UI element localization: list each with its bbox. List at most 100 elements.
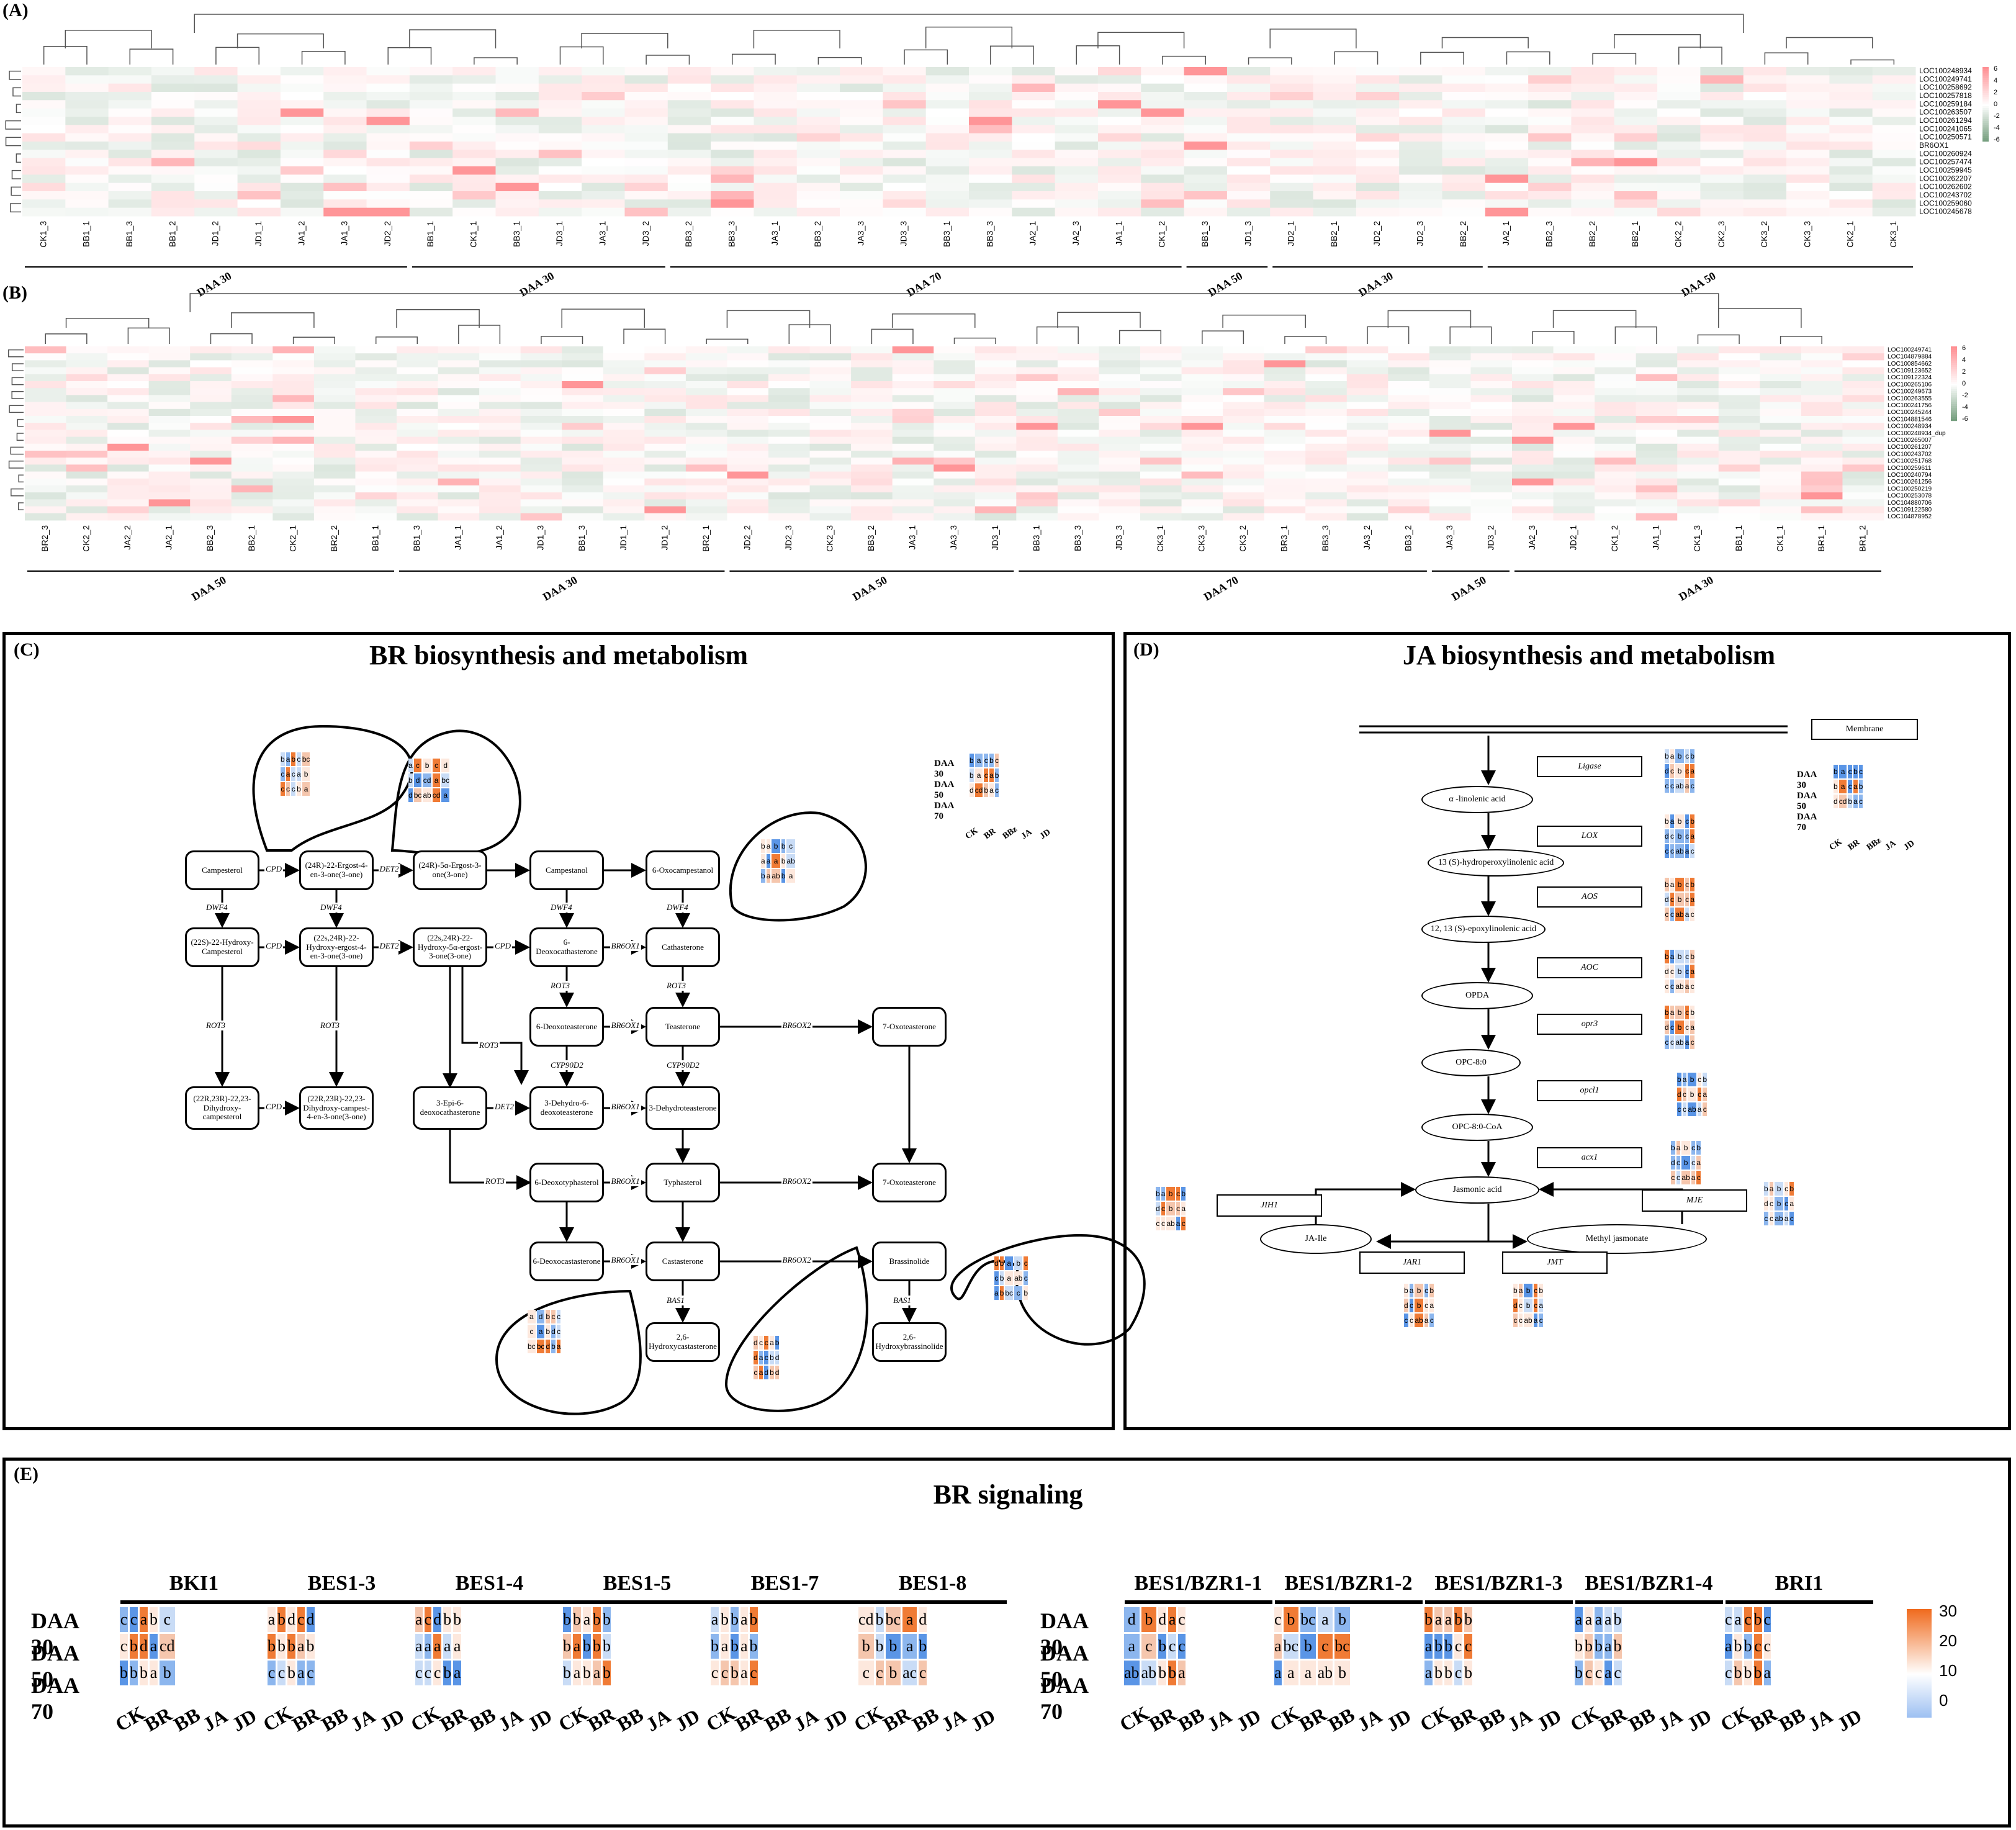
matrix-cell: a bbox=[1690, 893, 1695, 906]
heatmap-cell bbox=[355, 430, 397, 438]
legend-step bbox=[1951, 382, 1957, 384]
heatmap-cell bbox=[1099, 458, 1141, 465]
heatmap-cell bbox=[237, 117, 281, 125]
matrix-cell: b bbox=[1696, 1141, 1701, 1155]
heatmap-cell bbox=[1872, 125, 1916, 134]
heatmap-cell bbox=[1743, 108, 1787, 117]
matrix-cell: b bbox=[277, 1634, 286, 1659]
heatmap-cell bbox=[409, 100, 453, 109]
legend-step bbox=[1951, 354, 1957, 356]
matrix-cell: c bbox=[1685, 878, 1690, 891]
matrix-cell: b bbox=[302, 767, 310, 781]
sample-label: CK1_1 bbox=[469, 221, 479, 248]
heatmap-cell bbox=[397, 506, 439, 514]
heatmap-cell bbox=[1718, 513, 1760, 521]
heatmap-cell bbox=[1571, 117, 1615, 125]
heatmap-cell bbox=[1614, 142, 1658, 150]
heatmap-cell bbox=[1801, 513, 1843, 521]
heatmap-cell bbox=[409, 133, 453, 142]
dendrogram-branch bbox=[301, 51, 346, 65]
heatmap-cell bbox=[925, 191, 970, 200]
heatmap-cell bbox=[562, 423, 604, 430]
heatmap-cell bbox=[194, 142, 238, 150]
matrix-cell: d bbox=[1156, 1202, 1160, 1215]
matrix-cell: b bbox=[1734, 1661, 1742, 1685]
enzyme-box: LOX bbox=[1537, 826, 1642, 847]
heatmap-cell bbox=[1718, 360, 1760, 368]
matrix-cell: a bbox=[1424, 1634, 1433, 1659]
heatmap-cell bbox=[1346, 374, 1388, 382]
heatmap-cell bbox=[1346, 451, 1388, 458]
heatmap-cell bbox=[934, 416, 976, 423]
heatmap-cell bbox=[1553, 471, 1595, 479]
matrix-cell: c bbox=[120, 1634, 128, 1659]
dendrogram-branch bbox=[236, 33, 324, 48]
heatmap-cell bbox=[107, 416, 150, 423]
matrix-cell: b bbox=[1675, 829, 1684, 843]
sample-label: BB2_3 bbox=[1544, 221, 1554, 247]
heatmap-cell bbox=[190, 423, 232, 430]
heatmap-cell bbox=[151, 133, 195, 142]
heatmap-cell bbox=[280, 158, 324, 167]
heatmap-cell bbox=[883, 67, 927, 76]
heatmap-cell bbox=[1743, 92, 1787, 101]
heatmap-cell bbox=[1842, 374, 1884, 382]
heatmap-cell bbox=[231, 471, 273, 479]
heatmap-cell bbox=[1829, 150, 1873, 159]
matrix-cell: a bbox=[786, 869, 795, 883]
heatmap-cell bbox=[624, 75, 668, 84]
matrix-cell: b bbox=[994, 769, 999, 782]
heatmap-cell bbox=[768, 499, 811, 507]
heatmap-cell bbox=[1553, 458, 1595, 465]
heatmap-cell bbox=[1057, 471, 1099, 479]
heatmap-cell bbox=[1305, 374, 1348, 382]
heatmap-cell bbox=[603, 458, 645, 465]
sample-label: CK2_1 bbox=[1845, 221, 1855, 248]
heatmap-cell bbox=[644, 395, 686, 403]
heatmap-cell bbox=[1346, 513, 1388, 521]
heatmap-cell bbox=[667, 108, 711, 117]
compound-node: Brassinolide bbox=[872, 1242, 947, 1281]
heatmap-cell bbox=[1388, 464, 1430, 472]
metabolite-node: OPDA bbox=[1421, 982, 1533, 1009]
heatmap-cell bbox=[1872, 75, 1916, 84]
heatmap-cell bbox=[1313, 199, 1357, 209]
heatmap-cell bbox=[272, 423, 315, 430]
heatmap-cell bbox=[190, 436, 232, 444]
heatmap-cell bbox=[1657, 125, 1701, 134]
dendrogram-branch bbox=[45, 333, 88, 344]
heatmap-cell bbox=[1442, 75, 1486, 84]
matrix-cell: a bbox=[1181, 1202, 1186, 1215]
heatmap-cell bbox=[624, 125, 668, 134]
heatmap-cell bbox=[237, 92, 281, 101]
panel-c-title: BR biosynthesis and metabolism bbox=[369, 640, 748, 670]
legend-label: 20 bbox=[1939, 1631, 1957, 1650]
heatmap-cell bbox=[1223, 436, 1265, 444]
heatmap-cell bbox=[1057, 478, 1099, 486]
compound-node: Cathasterone bbox=[646, 927, 720, 967]
heatmap-cell bbox=[1016, 485, 1058, 493]
heatmap-cell bbox=[65, 75, 109, 84]
heatmap-cell bbox=[1012, 117, 1056, 125]
heatmap-cell bbox=[520, 485, 562, 493]
heatmap-cell bbox=[1553, 395, 1595, 403]
legend-step bbox=[1982, 130, 1989, 133]
heatmap-cell bbox=[1399, 158, 1442, 167]
enzyme-label: CPD bbox=[264, 1102, 283, 1112]
heatmap-cell bbox=[1099, 374, 1141, 382]
heatmap-cell bbox=[148, 402, 191, 410]
heatmap-cell bbox=[1181, 485, 1223, 493]
heatmap-cell bbox=[603, 513, 645, 521]
heatmap-cell bbox=[644, 458, 686, 465]
heatmap-cell bbox=[1614, 83, 1658, 92]
matrix-cell: a bbox=[1300, 1661, 1316, 1685]
heatmap-cell bbox=[1429, 416, 1471, 423]
heatmap-cell bbox=[1485, 166, 1529, 175]
sample-label: JD2_3 bbox=[1415, 221, 1425, 246]
heatmap-cell bbox=[1614, 108, 1658, 117]
heatmap-cell bbox=[851, 353, 893, 361]
heatmap-cell bbox=[148, 423, 191, 430]
